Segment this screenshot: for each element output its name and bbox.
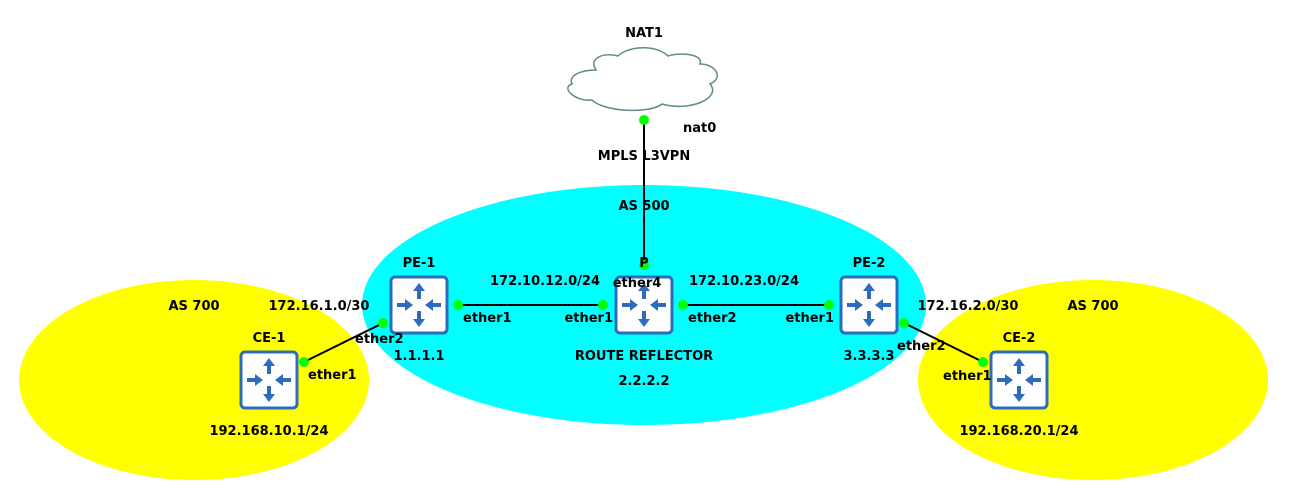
cloud-name: NAT1 [625, 26, 663, 41]
port-p-ether4[interactable] [639, 260, 649, 270]
zone-left-label: AS 700 [168, 299, 219, 314]
router-ce2-lan: 192.168.20.1/24 [959, 424, 1078, 439]
zone-as-left [19, 280, 369, 480]
port-pe2-ether1-label: ether1 [785, 311, 834, 326]
link-pe1-p-subnet: 172.10.12.0/24 [490, 274, 600, 289]
port-p-ether4-label: ether4 [613, 276, 662, 291]
router-pe1-name: PE-1 [403, 256, 436, 271]
port-p-ether1[interactable] [598, 300, 608, 310]
cloud-icon[interactable] [567, 47, 718, 112]
port-ce1-ether1[interactable] [299, 357, 309, 367]
router-ce2[interactable] [989, 350, 1049, 410]
port-ce2-ether1-label: ether1 [943, 369, 992, 384]
router-ce1-lan: 192.168.10.1/24 [209, 424, 328, 439]
zone-core-label: AS 500 [618, 199, 669, 214]
port-pe1-ether1[interactable] [453, 300, 463, 310]
link-p-pe2-subnet: 172.10.23.0/24 [689, 274, 799, 289]
router-pe2-id: 3.3.3.3 [844, 349, 895, 364]
router-ce2-name: CE-2 [1003, 331, 1036, 346]
router-p-id: 2.2.2.2 [619, 374, 670, 389]
port-ce2-ether1[interactable] [978, 357, 988, 367]
cloud-port-label: nat0 [683, 121, 716, 136]
port-pe1-ether1-label: ether1 [463, 311, 512, 326]
router-ce1[interactable] [239, 350, 299, 410]
port-p-ether2[interactable] [678, 300, 688, 310]
port-pe2-ether2[interactable] [899, 318, 909, 328]
router-p-role: ROUTE REFLECTOR [575, 349, 713, 364]
link-ce1-pe1-subnet: 172.16.1.0/30 [269, 299, 370, 314]
port-nat0[interactable] [639, 115, 649, 125]
router-ce1-name: CE-1 [253, 331, 286, 346]
link-pe2-ce2[interactable] [903, 322, 984, 363]
port-p-ether1-label: ether1 [564, 311, 613, 326]
link-ce1-pe1[interactable] [303, 322, 384, 363]
port-pe2-ether1[interactable] [824, 300, 834, 310]
cloud-link-label: MPLS L3VPN [598, 149, 690, 164]
router-p[interactable] [614, 275, 674, 335]
port-pe2-ether2-label: ether2 [897, 339, 946, 354]
link-pe2-ce2-subnet: 172.16.2.0/30 [918, 299, 1019, 314]
port-pe1-ether2-label: ether2 [355, 332, 404, 347]
router-p-name: P [639, 256, 649, 271]
zone-as-right [918, 280, 1268, 480]
router-pe1-id: 1.1.1.1 [394, 349, 445, 364]
zone-right-label: AS 700 [1067, 299, 1118, 314]
port-p-ether2-label: ether2 [688, 311, 737, 326]
router-pe2[interactable] [839, 275, 899, 335]
port-ce1-ether1-label: ether1 [308, 368, 357, 383]
router-pe2-name: PE-2 [853, 256, 886, 271]
port-pe1-ether2[interactable] [378, 318, 388, 328]
router-pe1[interactable] [389, 275, 449, 335]
